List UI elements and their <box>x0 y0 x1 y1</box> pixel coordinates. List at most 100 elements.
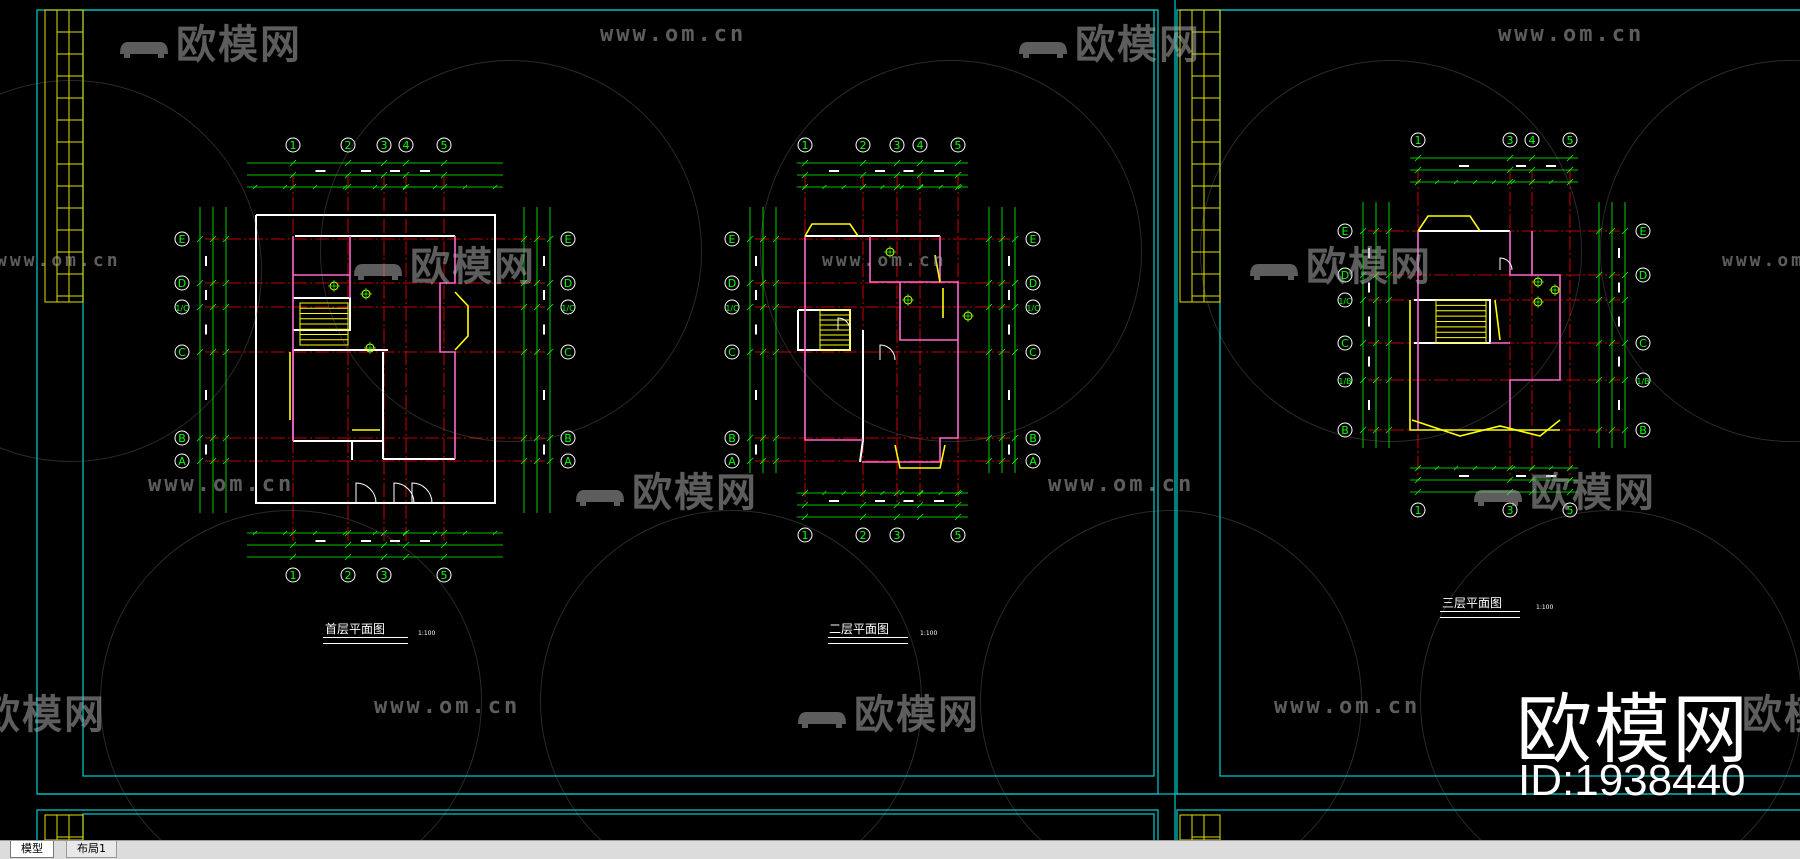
svg-text:1: 1 <box>1415 134 1422 147</box>
axis-bubble: E <box>1337 223 1353 239</box>
svg-text:3: 3 <box>381 139 388 152</box>
svg-text:1/C: 1/C <box>1338 297 1352 306</box>
tab-model[interactable]: 模型 <box>10 841 54 858</box>
plan1-title-underline <box>323 637 408 644</box>
axis-bubble: B <box>174 430 190 446</box>
svg-text:D: D <box>178 277 186 290</box>
svg-text:3: 3 <box>894 139 901 152</box>
axis-bubble: B <box>724 430 740 446</box>
axis-bubble: D <box>1337 267 1353 283</box>
axis-bubble: 5 <box>436 567 452 583</box>
axis-bubble: 2 <box>340 137 356 153</box>
axis-bubble: 1/C <box>1337 292 1353 308</box>
svg-text:1/C: 1/C <box>561 304 575 313</box>
svg-text:1/C: 1/C <box>175 304 189 313</box>
axis-bubble: E <box>174 231 190 247</box>
axis-bubble: 5 <box>1562 132 1578 148</box>
svg-text:4: 4 <box>1529 134 1536 147</box>
axis-bubble: B <box>1025 430 1041 446</box>
svg-text:1: 1 <box>802 529 809 542</box>
svg-text:1: 1 <box>290 569 297 582</box>
axis-bubble: C <box>1025 344 1041 360</box>
svg-text:2: 2 <box>860 139 867 152</box>
axis-bubble: B <box>1635 422 1651 438</box>
sheet-inner-frame-1 <box>82 9 1155 777</box>
plan3-title: 三层平面图 <box>1442 596 1503 610</box>
svg-text:D: D <box>564 277 572 290</box>
svg-text:B: B <box>564 432 572 445</box>
svg-text:B: B <box>728 432 736 445</box>
svg-text:5: 5 <box>1567 504 1574 517</box>
title-block <box>1179 9 1221 303</box>
sheet-inner-frame-2 <box>1219 9 1800 777</box>
svg-text:1/B: 1/B <box>1636 377 1649 386</box>
svg-text:5: 5 <box>441 139 448 152</box>
svg-text:2: 2 <box>860 529 867 542</box>
svg-text:5: 5 <box>955 529 962 542</box>
axis-bubble: 3 <box>1502 132 1518 148</box>
axis-bubble: E <box>560 231 576 247</box>
plan2-title: 二层平面图 <box>829 622 890 636</box>
svg-text:A: A <box>1029 455 1037 468</box>
svg-text:5: 5 <box>955 139 962 152</box>
svg-text:1/B: 1/B <box>1338 377 1351 386</box>
sheet-frame-1 <box>36 9 1159 795</box>
axis-bubble: A <box>560 453 576 469</box>
brand-watermark-id: ID:1938440 <box>1518 756 1746 805</box>
walls <box>255 214 496 504</box>
axis-bubble: 1/C <box>724 299 740 315</box>
axis-bubble: C <box>1635 335 1651 351</box>
axis-bubble: 2 <box>340 567 356 583</box>
title-block <box>44 814 84 840</box>
svg-text:D: D <box>1029 277 1037 290</box>
title-block <box>1179 814 1221 840</box>
plan1-scale: 1:100 <box>418 630 436 637</box>
axis-bubble: 1/C <box>174 299 190 315</box>
plan1-title: 首层平面图 <box>325 622 386 636</box>
svg-text:E: E <box>565 233 572 246</box>
tab-layout1[interactable]: 布局1 <box>66 841 117 858</box>
axis-bubble: 1/C <box>560 299 576 315</box>
axis-bubble: 4 <box>912 137 928 153</box>
axis-bubble: B <box>560 430 576 446</box>
axis-bubble: 1/B <box>1337 372 1353 388</box>
axis-bubble: A <box>1025 453 1041 469</box>
axis-bubble: 1 <box>797 527 813 543</box>
axis-bubble: 3 <box>376 567 392 583</box>
plan3-title-underline <box>1440 611 1520 618</box>
axis-bubble: 1 <box>1410 132 1426 148</box>
svg-text:E: E <box>1640 225 1647 238</box>
axis-bubble: E <box>724 231 740 247</box>
axis-bubble: 2 <box>855 527 871 543</box>
axis-bubble: 1 <box>1410 502 1426 518</box>
axis-bubble: D <box>174 275 190 291</box>
svg-text:2: 2 <box>345 139 352 152</box>
axis-bubble: E <box>1635 223 1651 239</box>
plan3-scale: 1:100 <box>1536 604 1554 611</box>
svg-text:B: B <box>1029 432 1037 445</box>
layout-tab-bar: 模型 布局1 <box>0 840 1800 859</box>
walls <box>797 223 959 469</box>
axis-bubble: 1 <box>285 137 301 153</box>
svg-text:5: 5 <box>441 569 448 582</box>
svg-text:2: 2 <box>345 569 352 582</box>
axis-bubble: 3 <box>889 527 905 543</box>
axis-bubble: B <box>1337 422 1353 438</box>
axis-bubble: 4 <box>1524 132 1540 148</box>
svg-text:D: D <box>1639 269 1647 282</box>
axis-bubble: C <box>174 344 190 360</box>
svg-text:1: 1 <box>1415 504 1422 517</box>
svg-text:C: C <box>1639 337 1647 350</box>
axis-bubble: D <box>1635 267 1651 283</box>
svg-text:3: 3 <box>381 569 388 582</box>
axis-bubble: 1 <box>797 137 813 153</box>
axis-bubble: C <box>1337 335 1353 351</box>
svg-text:C: C <box>1341 337 1349 350</box>
svg-text:E: E <box>729 233 736 246</box>
axis-bubble: 4 <box>398 137 414 153</box>
plan2-scale: 1:100 <box>920 630 938 637</box>
axis-bubble: 5 <box>950 527 966 543</box>
